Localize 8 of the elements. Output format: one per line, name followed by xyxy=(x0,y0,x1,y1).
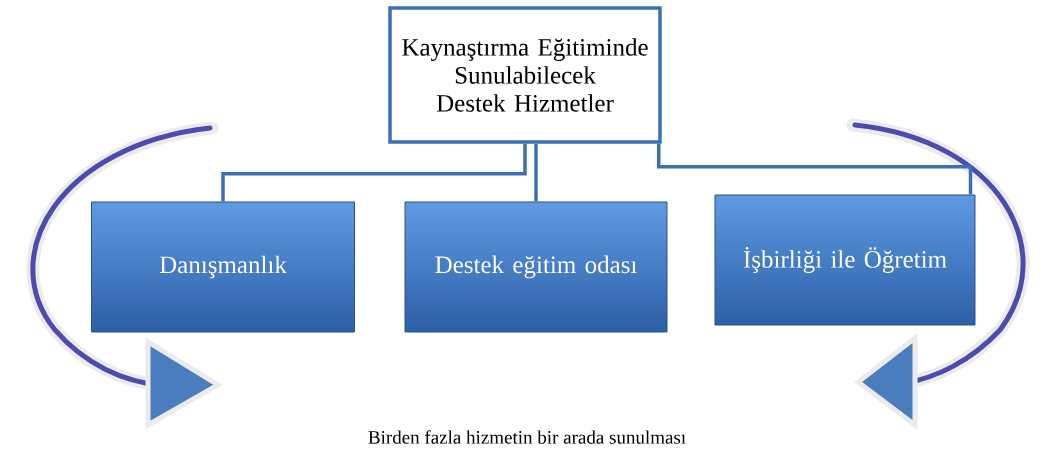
connector xyxy=(221,143,527,202)
title-box: Kaynaştırma Eğitiminde Sunulabilecek Destek Hizmetler xyxy=(388,6,662,144)
connector xyxy=(657,143,973,195)
caption: Birden fazla hizmetin bir arada sunulması xyxy=(368,430,686,444)
service-box: Danışmanlık xyxy=(91,201,355,333)
service-box: Destek eğitim odası xyxy=(404,201,668,333)
connector xyxy=(534,143,538,202)
service-box: İşbirliği ile Öğretim xyxy=(714,194,976,326)
